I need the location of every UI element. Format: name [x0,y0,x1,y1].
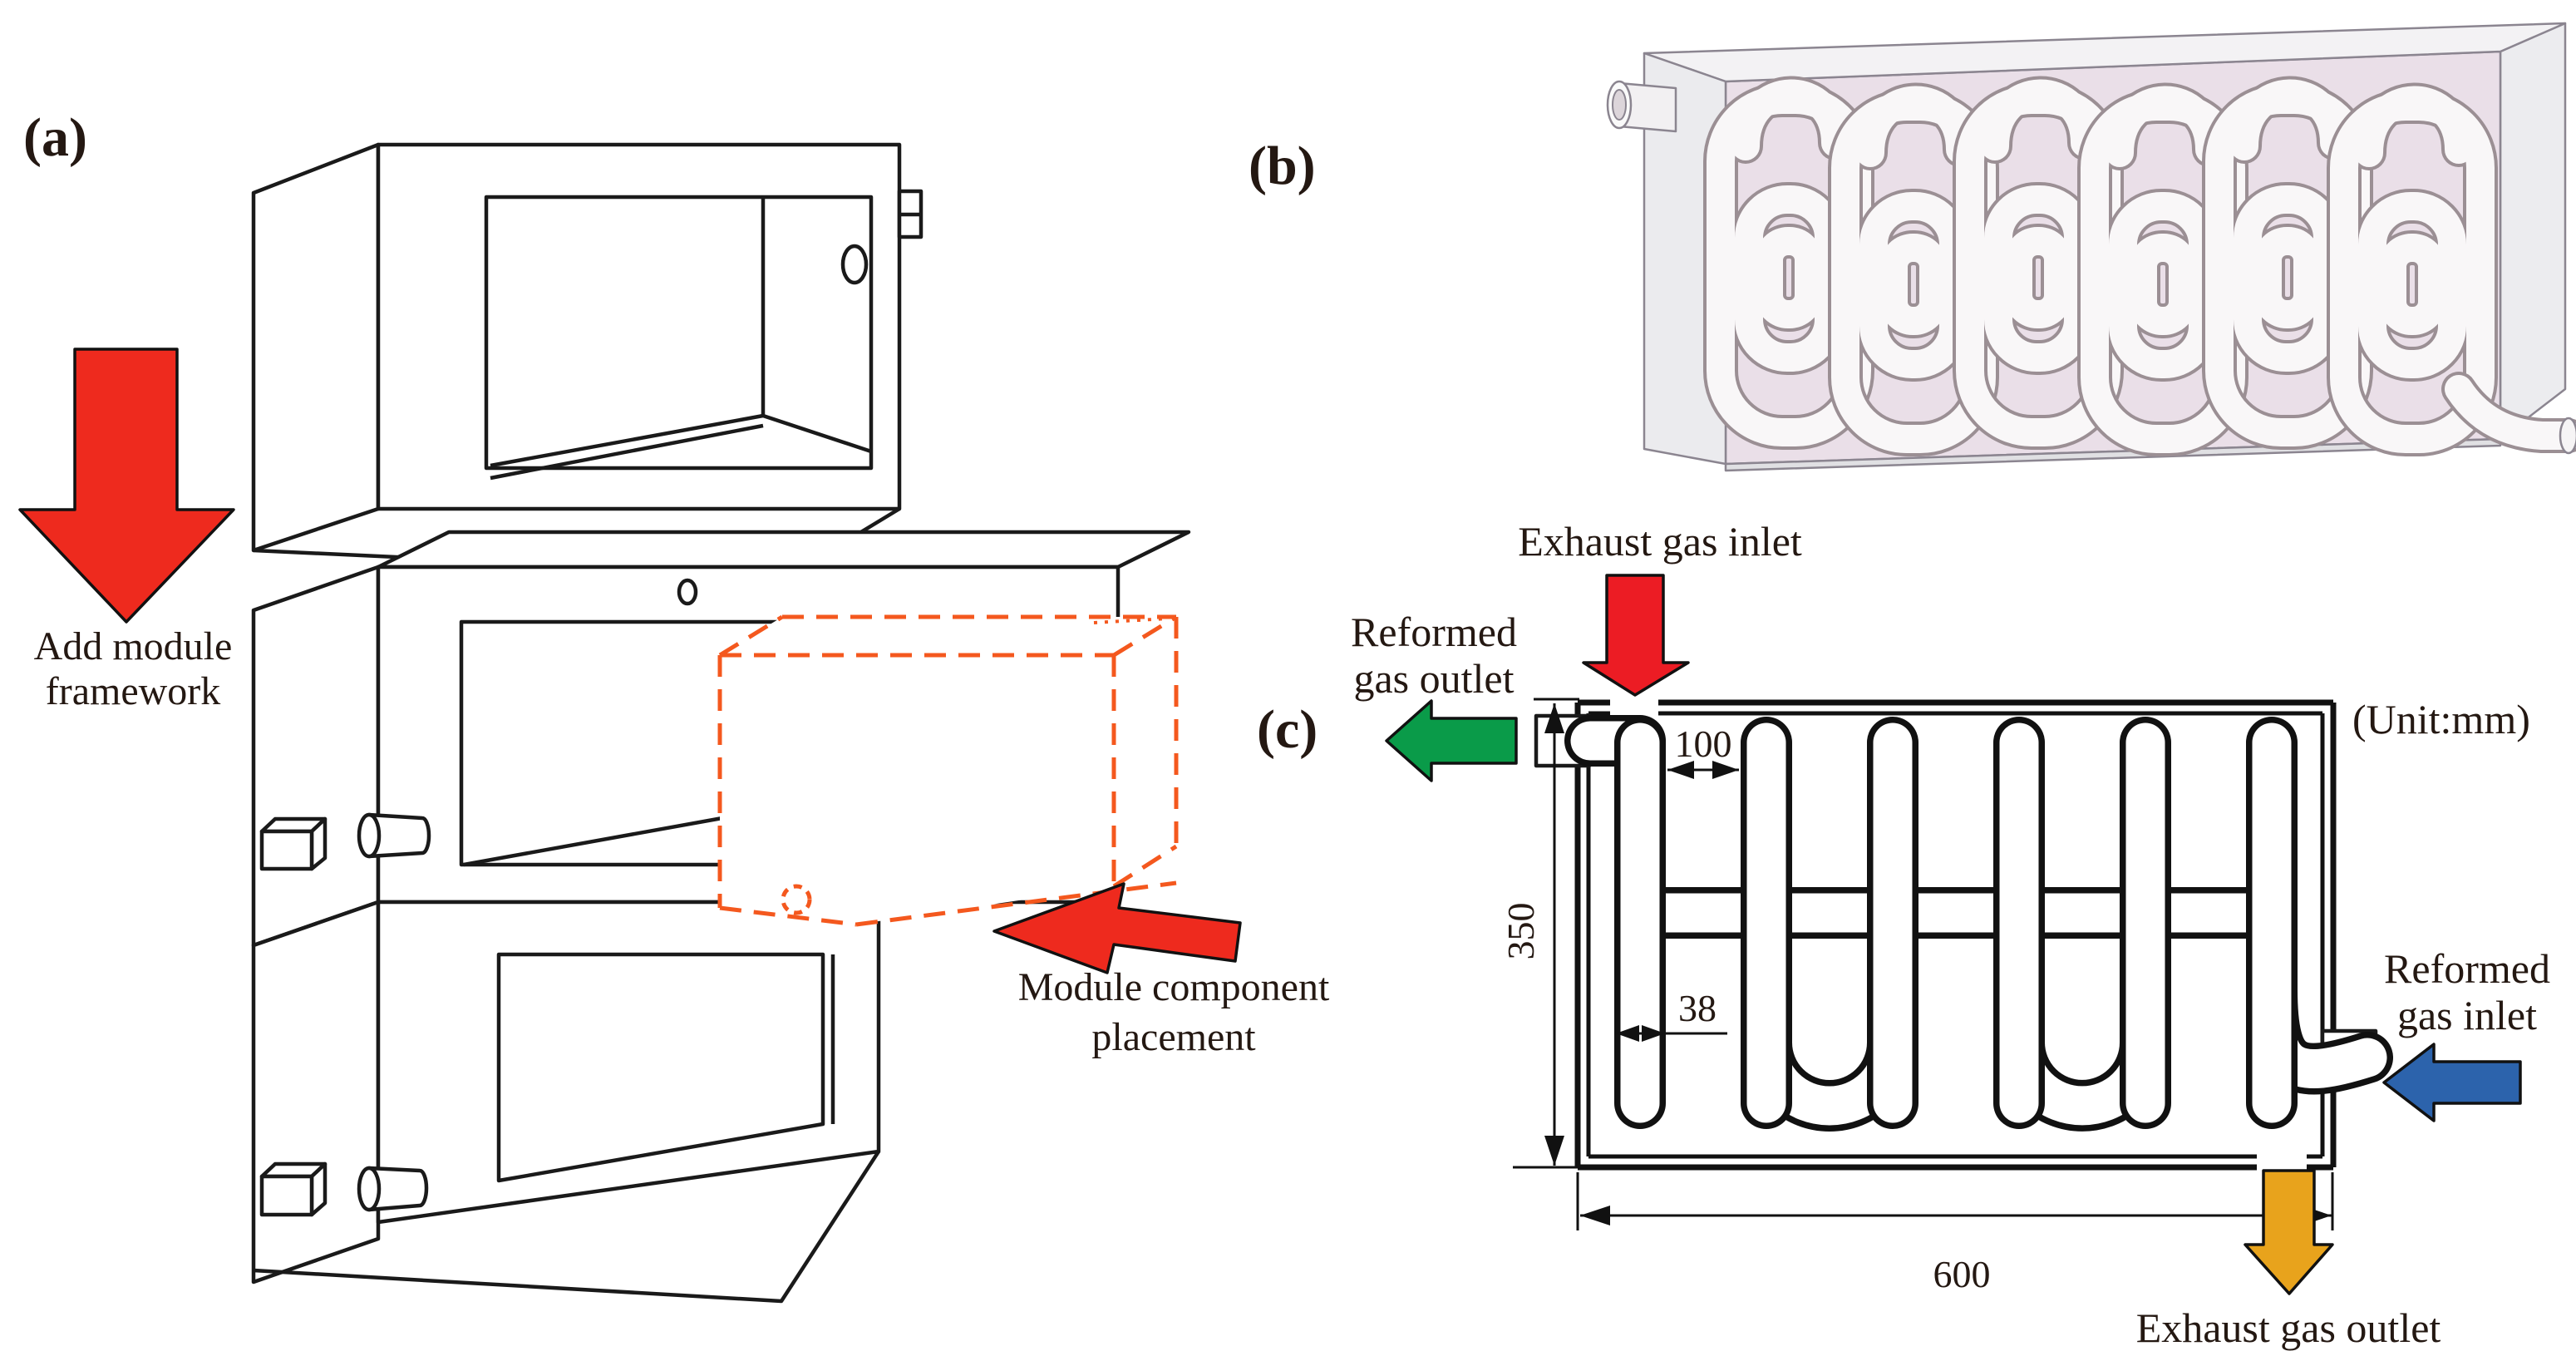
dim-100-label: 100 [1675,722,1732,765]
port-cylinder [1606,80,1677,133]
panel-b-label: (b) [1249,136,1316,196]
box-bottom-edge [253,1150,880,1304]
dashed-box-edges [717,614,1179,927]
box-window [484,195,874,471]
add-framework-caption-line1: Add module [33,624,233,668]
placement-caption-line2: placement [1091,1015,1256,1059]
reformed-outlet-label-line1: Reformed [1351,609,1517,655]
module-framework-bottom [251,900,881,1304]
panel-c-label: (c) [1257,699,1318,760]
heat-exchanger-3d [1606,22,2576,472]
box-right-wall [2499,22,2567,441]
panel-a-label: (a) [23,107,87,168]
box-left-face [251,142,381,553]
coil-tubes [1721,93,2576,453]
dashed-box-fill [720,617,1176,925]
box-left-face [251,565,381,948]
exhaust-outlet-label: Exhaust gas outlet [2135,1304,2441,1351]
reformed-inlet-label-line2: gas inlet [2396,992,2538,1038]
box-top-face [376,530,1191,570]
window-floor-edge2 [490,423,764,481]
exhaust-outlet-arrow [2244,1169,2334,1295]
dim-pitch-100: 100 [1667,722,1739,779]
exhaust-inlet-label: Exhaust gas inlet [1518,518,1802,565]
peg-cap [357,812,382,859]
reformed-inlet-label-line1: Reformed [2384,945,2550,992]
serpentine-tube [1590,741,2367,1106]
reformed-inlet-arrow [2382,1043,2522,1122]
coil-schematic: 350 600 100 38 [1385,574,2522,1295]
peg-body [367,1166,429,1212]
dim-38-label: 38 [1678,987,1717,1029]
add-framework-arrow [18,348,235,624]
peg-body [367,812,431,859]
module-placement-arrow [992,882,1242,974]
module-placement-dashed-box [717,614,1179,927]
block-front [259,829,314,871]
dim-width-600: 600 [1576,1172,2334,1295]
pin-hole [677,578,698,606]
red-down-arrow [18,348,235,624]
reformed-outlet-arrow [1385,699,1518,782]
dim-350-label: 350 [1500,903,1542,960]
pin-hole [840,244,869,285]
container-walls [1574,699,2337,1171]
unit-note: (Unit:mm) [2352,696,2530,742]
outlet-elbow-cap [2559,417,2576,455]
block-front [259,1174,314,1217]
dim-height-350: 350 [1500,698,1579,1169]
dim-tube-38: 38 [1616,987,1727,1042]
exhaust-inlet-arrow [1582,574,1690,697]
placement-caption-line1: Module component [1017,965,1330,1009]
peg-cap [357,1166,382,1212]
dim-600-label: 600 [1933,1253,1991,1295]
reformed-outlet-label-line2: gas outlet [1353,655,1515,702]
box-window [496,952,825,1183]
add-framework-caption-line2: framework [45,669,221,713]
window-floor-edge [490,413,872,468]
box-left-face [251,900,381,1285]
